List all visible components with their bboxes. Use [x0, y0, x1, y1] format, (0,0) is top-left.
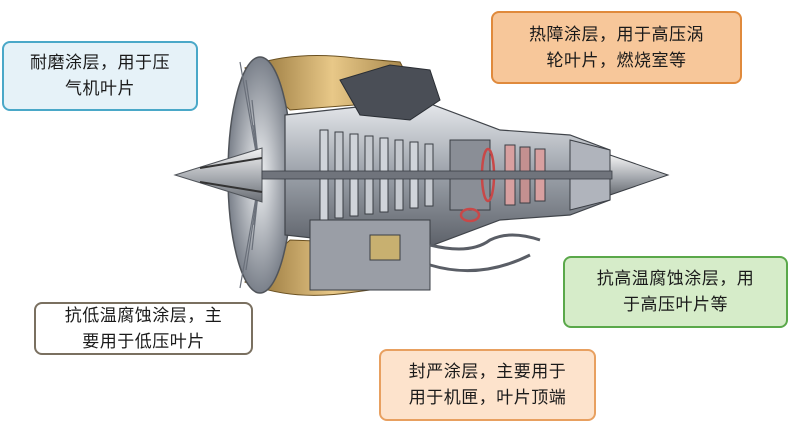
callout-thermal-barrier-coating: 热障涂层，用于高压涡 轮叶片，燃烧室等	[491, 11, 742, 84]
callout-line: 热障涂层，用于高压涡	[529, 24, 704, 45]
callout-line: 要用于低压叶片	[82, 331, 205, 352]
inlet-spinner-cone	[173, 147, 263, 203]
callout-line: 轮叶片，燃烧室等	[546, 50, 687, 71]
callout-line: 耐磨涂层，用于压	[30, 53, 170, 73]
upper-casing-mechanism	[339, 64, 441, 121]
jet-engine-cutaway-illustration	[173, 55, 670, 296]
callout-sealing-coating: 封严涂层，主要用于 用于机匣，叶片顶端	[379, 349, 596, 421]
callout-low-temp-corrosion-coating: 抗低温腐蚀涂层，主 要用于低压叶片	[34, 302, 253, 355]
callout-line: 用于机匣，叶片顶端	[408, 388, 567, 408]
callout-line: 于高压叶片等	[623, 295, 728, 315]
callout-line: 抗低温腐蚀涂层，主	[64, 305, 223, 326]
accessory-gearbox	[309, 219, 541, 291]
callout-line: 抗高温腐蚀涂层，用	[596, 269, 755, 289]
main-shaft	[261, 170, 613, 180]
callout-line: 气机叶片	[65, 79, 135, 99]
callout-wear-resistant-coating: 耐磨涂层，用于压 气机叶片	[2, 41, 198, 111]
callout-high-temp-corrosion-coating: 抗高温腐蚀涂层，用 于高压叶片等	[563, 256, 788, 328]
combustion-chamber	[449, 139, 496, 223]
exhaust-cone	[609, 154, 670, 196]
callout-line: 封严涂层，主要用于	[408, 362, 567, 382]
